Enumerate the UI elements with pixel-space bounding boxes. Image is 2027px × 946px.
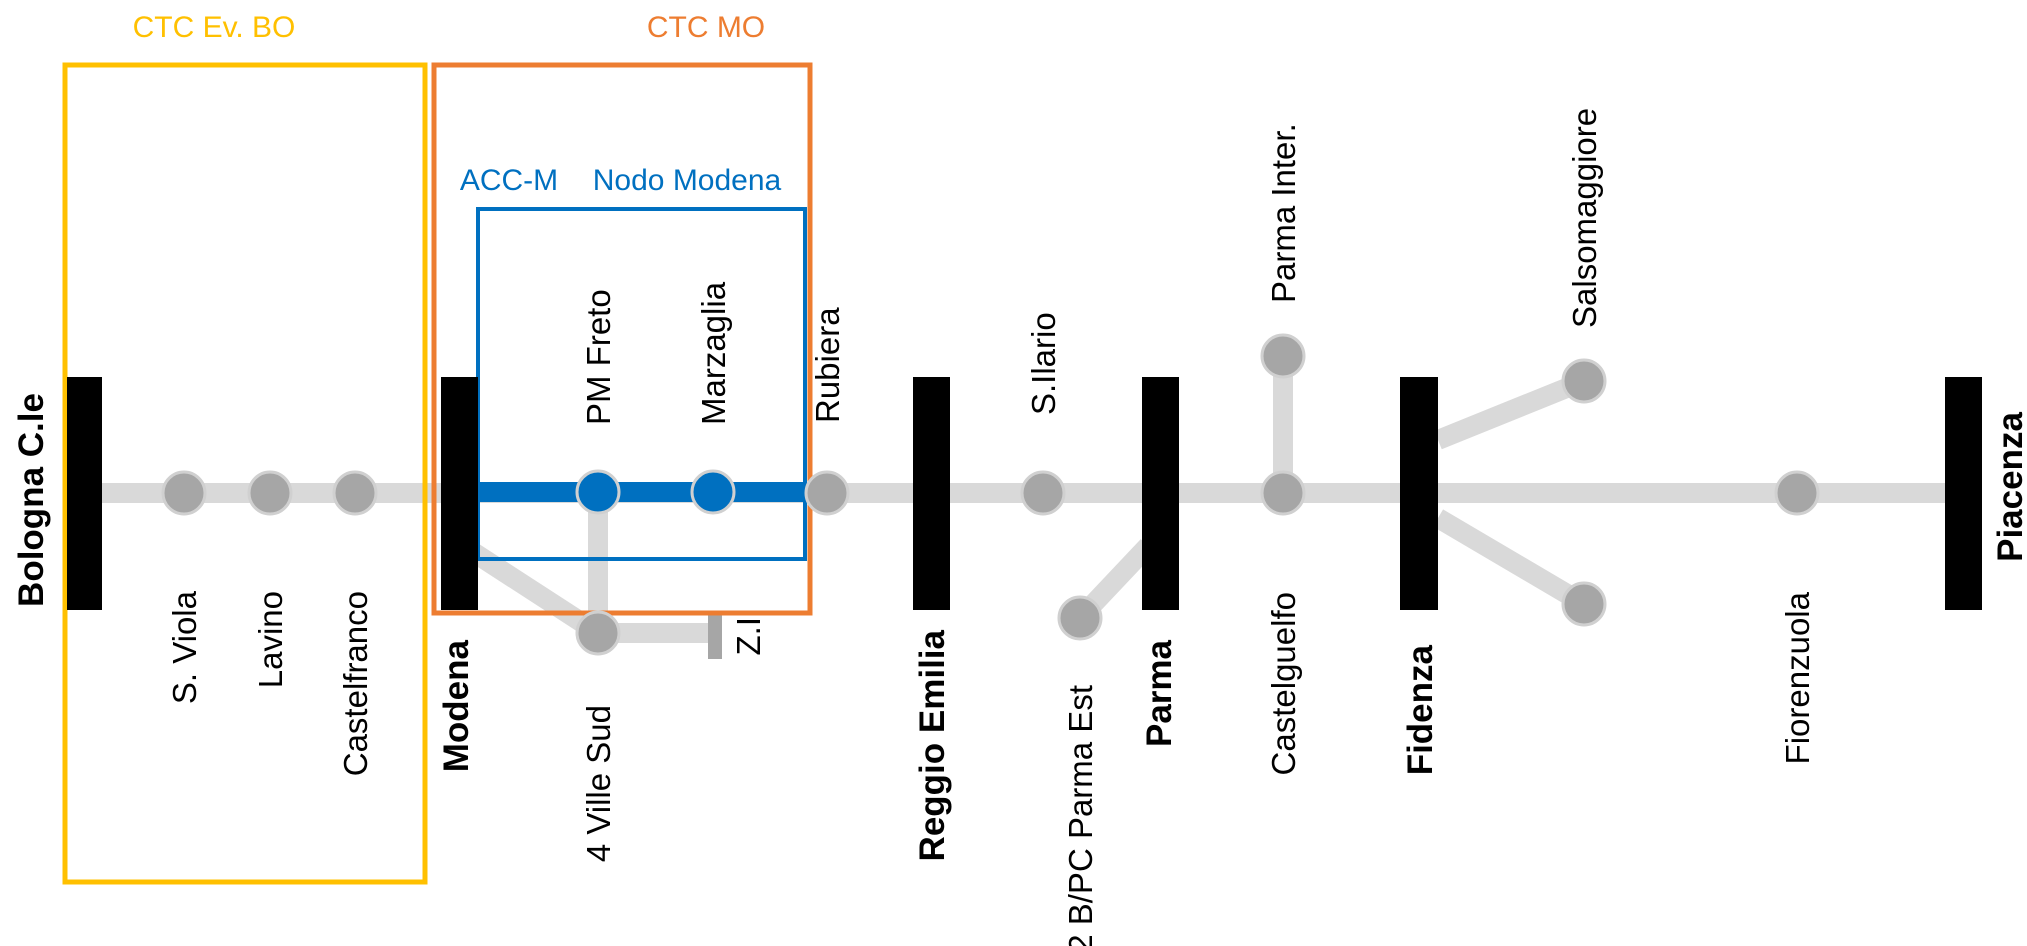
fiorenzuola-label: Fiorenzuola xyxy=(1779,591,1816,764)
fidenza-label: Fidenza xyxy=(1401,644,1440,775)
rubiera-dot xyxy=(804,470,850,516)
s-ilario-dot xyxy=(1020,470,1066,516)
reggio-emilia-label: Reggio Emilia xyxy=(913,629,952,861)
marzaglia-label: Marzaglia xyxy=(695,281,732,425)
parma-inter-dot xyxy=(1260,333,1306,379)
parma-inter-label: Parma Inter. xyxy=(1265,123,1302,303)
fidenza-south-dot xyxy=(1561,581,1607,627)
ctc-mo-box xyxy=(431,62,813,616)
minor-stations xyxy=(161,333,1820,656)
s-viola-label: S. Viola xyxy=(166,590,203,704)
parma-est-dot xyxy=(1057,595,1103,641)
fidenza-station-bar xyxy=(1400,377,1438,610)
pm-freto-dot xyxy=(575,469,621,515)
branch-salsomaggiore xyxy=(1434,371,1588,450)
bologna-label: Bologna C.le xyxy=(12,393,51,607)
zi-label: Z.I xyxy=(730,617,767,656)
parma-est-label: 2 B/PC Parma Est xyxy=(1062,685,1099,946)
parma-label: Parma xyxy=(1140,639,1179,747)
castelfranco-dot xyxy=(332,470,378,516)
branch-modena-ville-sud xyxy=(464,541,604,642)
piacenza-station-bar xyxy=(1945,377,1982,610)
salsomaggiore-label: Salsomaggiore xyxy=(1566,108,1603,328)
pm-freto-label: PM Freto xyxy=(580,289,617,425)
s-viola-dot xyxy=(161,470,207,516)
ville-sud-dot xyxy=(575,610,621,656)
ctc-ev-bo-title: CTC Ev. BO xyxy=(133,11,296,44)
ctc-ev-bo-box xyxy=(62,62,428,885)
reggio-emilia-station-bar xyxy=(913,377,950,610)
marzaglia-dot xyxy=(690,469,736,515)
acc-m-stations xyxy=(575,469,736,515)
acc-m-box xyxy=(476,207,807,561)
castelfranco-label: Castelfranco xyxy=(337,591,374,776)
bologna-station-bar xyxy=(67,377,102,610)
ctc-mo-title: CTC MO xyxy=(647,11,765,44)
lavino-label: Lavino xyxy=(252,591,289,688)
s-ilario-label: S.Ilario xyxy=(1025,312,1062,415)
parma-station-bar xyxy=(1142,377,1179,610)
ville-sud-label: 4 Ville Sud xyxy=(580,705,617,862)
zi-terminal-stub xyxy=(708,613,722,659)
nodo-modena-title: Nodo Modena xyxy=(593,164,782,197)
acc-m-title: ACC-M xyxy=(460,164,558,197)
rubiera-label: Rubiera xyxy=(809,307,846,423)
castelguelfo-label: Castelguelfo xyxy=(1265,592,1302,775)
major-stations xyxy=(67,377,1982,610)
lavino-dot xyxy=(247,470,293,516)
piacenza-label: Piacenza xyxy=(1991,412,2027,562)
fiorenzuola-dot xyxy=(1774,470,1820,516)
salsomaggiore-dot xyxy=(1561,358,1607,404)
castelguelfo-dot xyxy=(1260,470,1306,516)
modena-label: Modena xyxy=(437,639,476,772)
branch-fidenza-south xyxy=(1432,509,1590,613)
modena-station-bar xyxy=(441,377,478,610)
